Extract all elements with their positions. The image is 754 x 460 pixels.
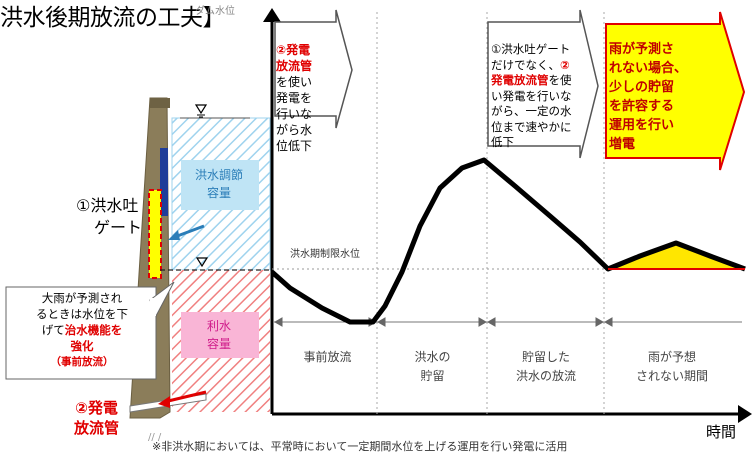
phase-label-flood-storage: 洪水の貯留 bbox=[414, 350, 451, 383]
callout-text-1: ②発電 放流管 を使い 発電を 行いな がら水 位低下 bbox=[276, 43, 313, 153]
extra-storage-fill bbox=[608, 243, 745, 269]
water-use-label-box bbox=[181, 312, 259, 358]
phase-label-no-rain: 雨が予想されない期間 bbox=[635, 350, 708, 383]
gate-yellow bbox=[148, 189, 162, 279]
gate-blue-bar bbox=[160, 148, 168, 216]
callout-arrow-2 bbox=[487, 9, 599, 159]
callout-arrow-3 bbox=[605, 11, 746, 171]
dam-crest bbox=[150, 98, 170, 108]
page-title: 洪水後期放流の工夫】 bbox=[0, 5, 226, 31]
power-pipe-label: ②発電 放流管 bbox=[74, 399, 120, 437]
callout-text-2: ①洪水吐ゲート だけでなく、② 発電放流管を使 い発電を行いな がら、一定の水 … bbox=[491, 42, 572, 149]
flood-capacity-label: 洪水調節 容量 bbox=[194, 168, 243, 200]
phase-arrows bbox=[273, 317, 613, 327]
x-axis-label: 時間 bbox=[706, 423, 737, 441]
callout-text-3: 雨が予測さ れない場合、 少しの貯留 を許容する 運用を行い 増電 bbox=[609, 42, 688, 152]
flood-control-label-box bbox=[181, 160, 259, 210]
phase-label-pre-release: 事前放流 bbox=[303, 350, 352, 364]
footnote: ※非洪水期においては、平常時において一定期間水位を上げる運用を行い発電に活用 bbox=[152, 440, 568, 453]
limit-label: 洪水期制限水位 bbox=[290, 249, 360, 260]
y-axis-label: ダム水位 bbox=[195, 6, 235, 17]
water-use-capacity-label: 利水 容量 bbox=[206, 319, 231, 351]
phase-label-release: 貯留した洪水の放流 bbox=[515, 350, 576, 383]
svg-text:// /: // / bbox=[148, 432, 162, 443]
pre-release-text: 大雨が予測され るときは水位を下 げて治水機能を 強化 （事前放流） bbox=[36, 291, 128, 368]
pre-release-box bbox=[5, 286, 157, 380]
callout-arrow-1 bbox=[274, 9, 353, 129]
gate-label: ①洪水吐 ゲート bbox=[76, 196, 143, 237]
water-level-curve bbox=[270, 157, 746, 325]
power-pipe-arrow bbox=[163, 390, 207, 404]
